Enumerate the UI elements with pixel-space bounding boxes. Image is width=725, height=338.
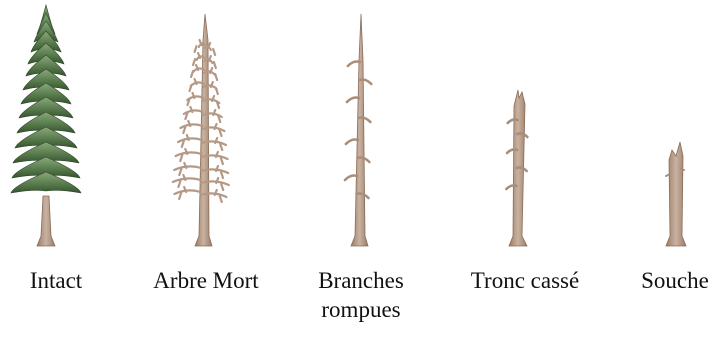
broken-branch-stub [345,96,361,104]
dead-branch-right [202,94,221,110]
dead-branch-right [203,41,217,57]
dead-branch-right [199,176,230,192]
broken-branch-stub [358,78,373,86]
intact-tree-icon [10,3,82,247]
stage-label-intact: Intact [29,268,83,293]
dead-branch-right [200,136,228,152]
broken-branch-stub [355,192,370,200]
broken-branch-stub [516,132,529,139]
broken-branches-tree-icon [343,13,373,247]
broken-branch-stub [346,60,362,68]
dead-branch-left [189,63,206,79]
stage-label-broken-branches-line-2: rompues [321,297,401,322]
dead-branch-right [203,66,219,82]
dead-branch-left [171,173,202,189]
broken-branch-stub [505,184,518,191]
foliage-tier [10,171,82,194]
dead-branch-right [199,188,228,204]
broken-trunk-tree-icon [505,89,529,247]
dead-branch-right [202,80,219,96]
dead-branch-right [201,108,223,124]
stage-label-stump: Souche [641,268,709,293]
dead-branch-left [173,161,203,177]
stage-label-dead-tree: Arbre Mort [153,268,259,293]
stage-label-broken-branches: Branches rompues [300,266,422,324]
stage-label-broken-trunk: Tronc cassé [470,268,580,293]
dead-branch-right [200,150,229,166]
dead-branch-left [182,105,204,121]
broken-branch-stub [344,138,360,146]
dead-branch-left [176,133,204,149]
broken-branch-stub [343,174,359,182]
broken-branch-stub [356,156,371,164]
dead-branch-left [186,91,205,107]
dead-branch-left [193,38,206,54]
dead-branch-right [203,54,217,70]
stage-label-broken-branches-line-1: Branches [318,268,404,293]
dead-branch-left [173,185,202,201]
dead-tree-icon [171,13,230,247]
broken-branch-stub [505,148,519,155]
dead-branch-left [188,77,205,93]
broken-branch-stub [515,166,529,173]
dead-branch-left [179,119,204,135]
dead-branch-left [174,147,203,163]
broken-branch-stub [506,118,519,125]
broken-branch-stub [357,116,372,124]
dead-branch-right [201,122,226,138]
tree-illustrations [10,3,687,247]
dead-branch-right [200,164,230,180]
dead-branch-left [191,51,206,67]
stump-icon [665,141,687,247]
